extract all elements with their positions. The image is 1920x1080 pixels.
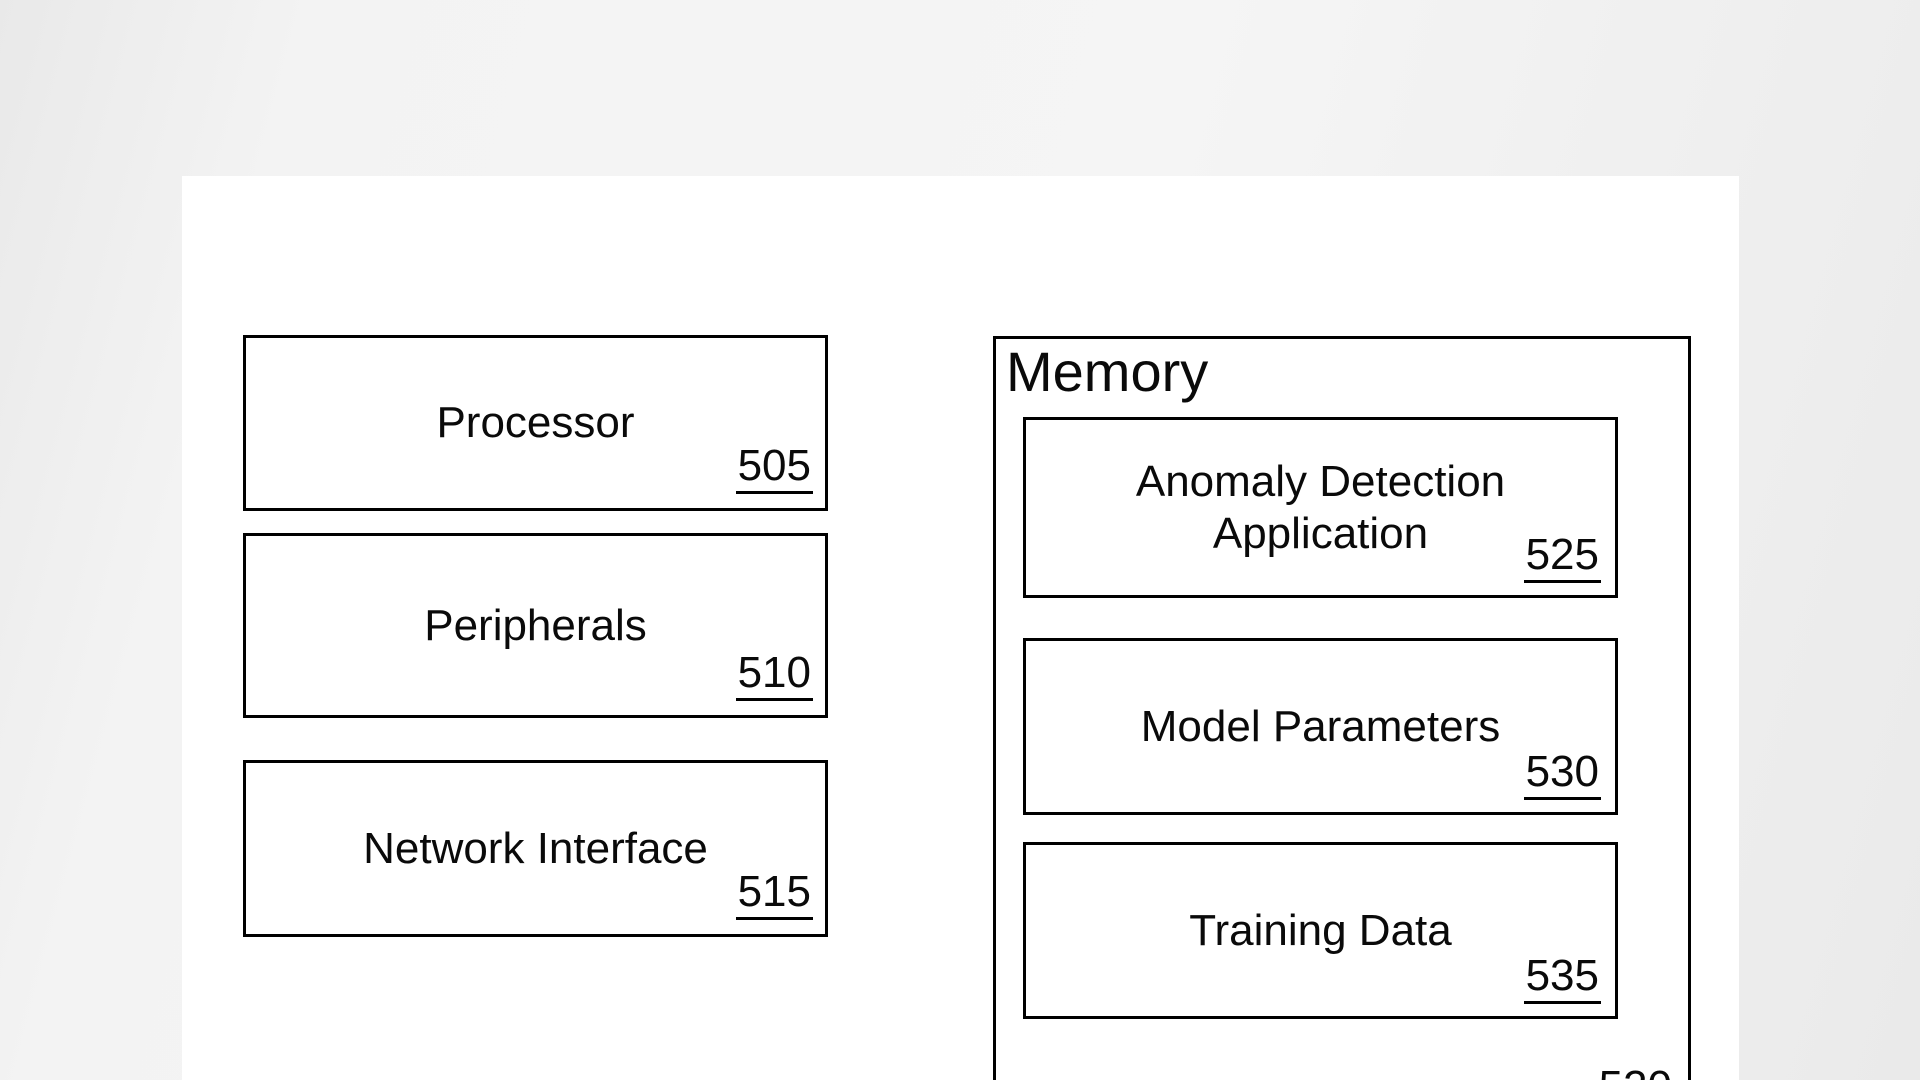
peripherals-box: Peripherals 510: [243, 533, 828, 718]
memory-ref-number: 520: [1597, 1065, 1674, 1080]
memory-box: Memory Anomaly Detection Application 525…: [993, 336, 1691, 1080]
anomaly-detection-application-box-label: Anomaly Detection Application: [1135, 456, 1506, 558]
document-page: Processor 505 Peripherals 510 Network In…: [182, 176, 1739, 1080]
peripherals-box-label: Peripherals: [424, 600, 647, 650]
training-data-box-label: Training Data: [1189, 905, 1452, 955]
processor-ref-number: 505: [735, 444, 813, 494]
processor-box-label: Processor: [436, 398, 635, 448]
model-parameters-box: Model Parameters 530: [1023, 638, 1618, 815]
network-interface-ref-number: 515: [735, 870, 813, 920]
anomaly-detection-application-ref-number: 525: [1523, 533, 1601, 583]
model-parameters-box-label: Model Parameters: [1140, 701, 1501, 751]
training-data-box: Training Data 535: [1023, 842, 1618, 1019]
network-interface-box: Network Interface 515: [243, 760, 828, 937]
processor-box: Processor 505: [243, 335, 828, 511]
model-parameters-ref-number: 530: [1523, 750, 1601, 800]
anomaly-detection-application-box: Anomaly Detection Application 525: [1023, 417, 1618, 598]
peripherals-ref-number: 510: [735, 651, 813, 701]
network-interface-box-label: Network Interface: [363, 823, 708, 873]
memory-box-label: Memory: [1006, 340, 1209, 403]
training-data-ref-number: 535: [1523, 954, 1601, 1004]
